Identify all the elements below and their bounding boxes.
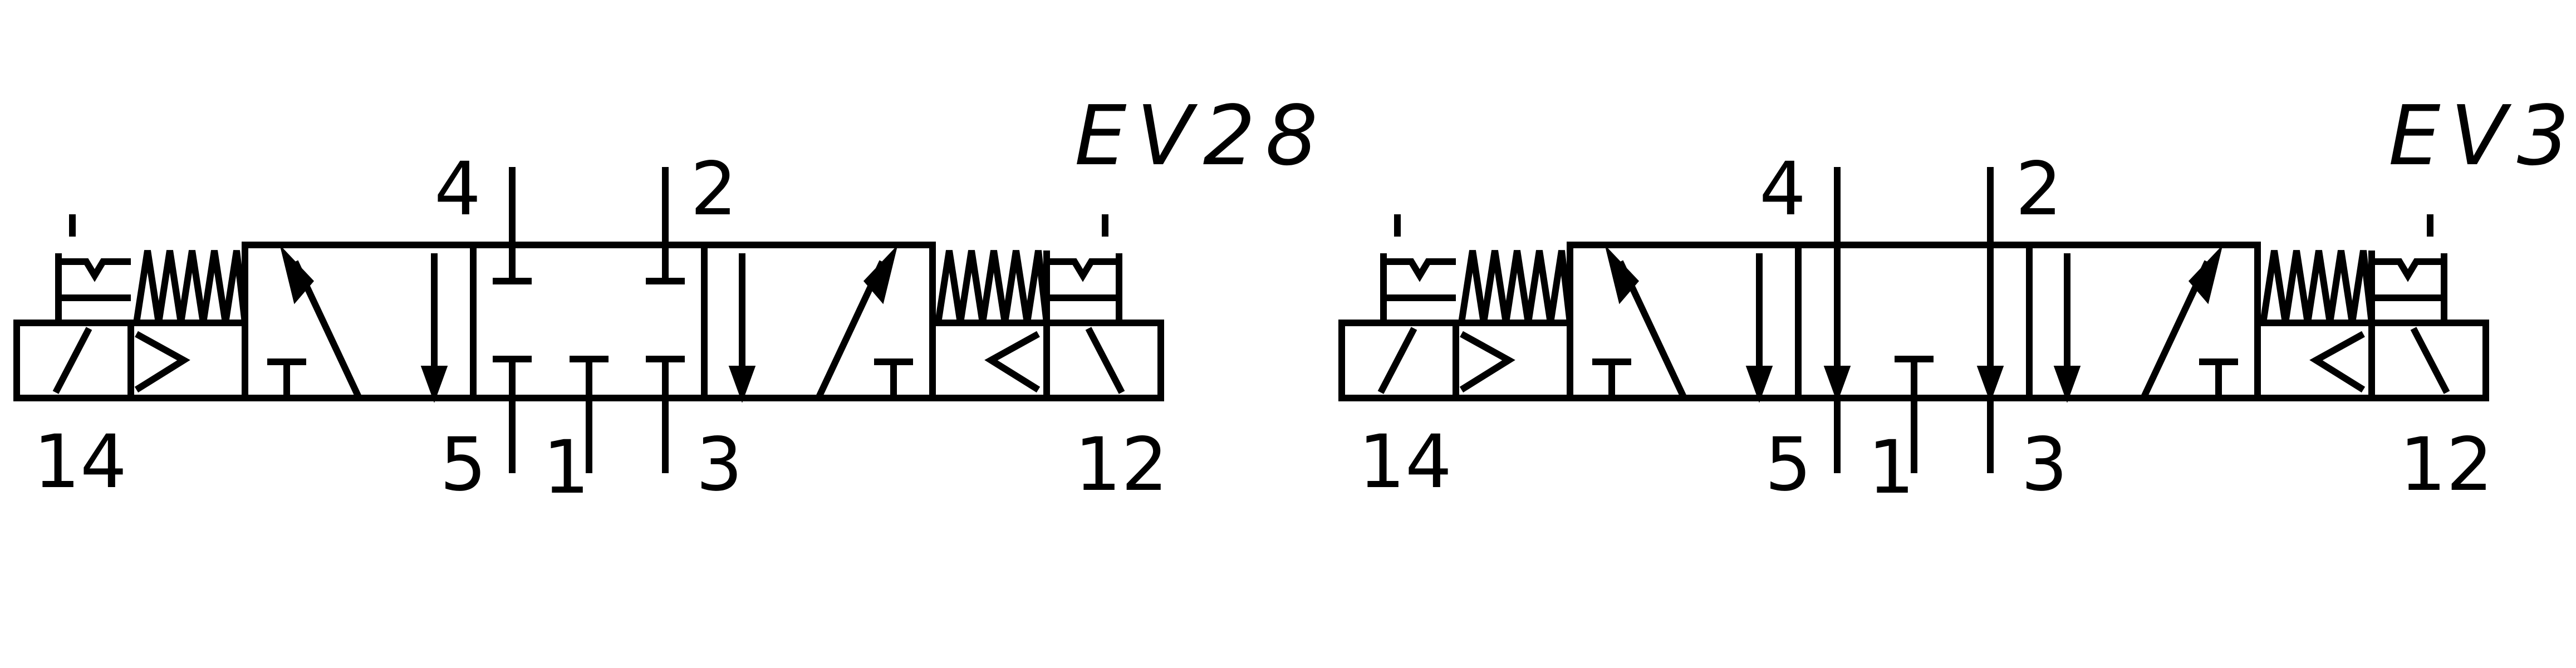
port-label-2: 2	[690, 146, 737, 232]
right-actuator	[929, 214, 1164, 401]
port-label-12: 12	[1074, 422, 1168, 508]
solenoid-slash-left	[1377, 327, 1417, 394]
arrow-head	[1976, 366, 2004, 403]
model-label: EV32	[2388, 88, 2576, 184]
valve-symbol-ev32: EV32	[1338, 88, 2576, 510]
arrow-head	[728, 366, 756, 403]
arrow-head	[1605, 244, 1640, 304]
box-right-flows	[2053, 244, 2238, 403]
left-actuator	[1338, 214, 1573, 401]
box-left-flows	[267, 244, 448, 403]
box-middle-flows	[1823, 167, 2004, 473]
spring-right	[935, 250, 1050, 323]
pilot-triangle-left	[134, 331, 190, 393]
solenoid-slash-right	[2410, 327, 2450, 394]
spring-right	[2260, 250, 2375, 323]
pilot-triangle-right	[984, 331, 1041, 393]
arrow-head	[1745, 366, 1773, 403]
port-label-4: 4	[1759, 146, 1806, 232]
box-left-flows	[1592, 244, 1773, 403]
port-label-1: 1	[543, 425, 590, 510]
port-label-5: 5	[1765, 422, 1812, 508]
arrow-head	[279, 244, 315, 304]
pilot-triangle-right	[2309, 331, 2366, 393]
box-right-flows	[728, 244, 913, 403]
port-label-2: 2	[2015, 146, 2062, 232]
model-label: EV28	[1074, 88, 1328, 184]
spring-left	[133, 250, 248, 323]
arrow-head	[863, 244, 898, 304]
arrow-head	[420, 366, 448, 403]
port-label-4: 4	[434, 146, 481, 232]
port-label-3: 3	[696, 422, 743, 508]
port-label-5: 5	[440, 422, 487, 508]
port-label-3: 3	[2021, 422, 2068, 508]
solenoid-slash-right	[1085, 327, 1125, 394]
port-label-1: 1	[1868, 425, 1915, 510]
arrow-head	[1823, 366, 1851, 403]
manual-override-detent-left	[1380, 253, 1456, 282]
manual-override-detent-right	[2372, 253, 2447, 282]
arrow-head	[2188, 244, 2223, 304]
port-label-12: 12	[2400, 422, 2493, 508]
valve-symbol-ev28: EV28	[13, 88, 1328, 510]
arrow-head	[2053, 366, 2081, 403]
right-actuator	[2254, 214, 2489, 401]
left-actuator	[13, 214, 248, 401]
spring-left	[1458, 250, 1573, 323]
port-label-14: 14	[1358, 419, 1452, 505]
manual-override-detent-right	[1047, 253, 1122, 282]
manual-override-detent-left	[55, 253, 131, 282]
pilot-triangle-left	[1459, 331, 1515, 393]
box-middle-flows	[493, 167, 685, 473]
port-label-14: 14	[33, 419, 127, 505]
solenoid-slash-left	[52, 327, 92, 394]
